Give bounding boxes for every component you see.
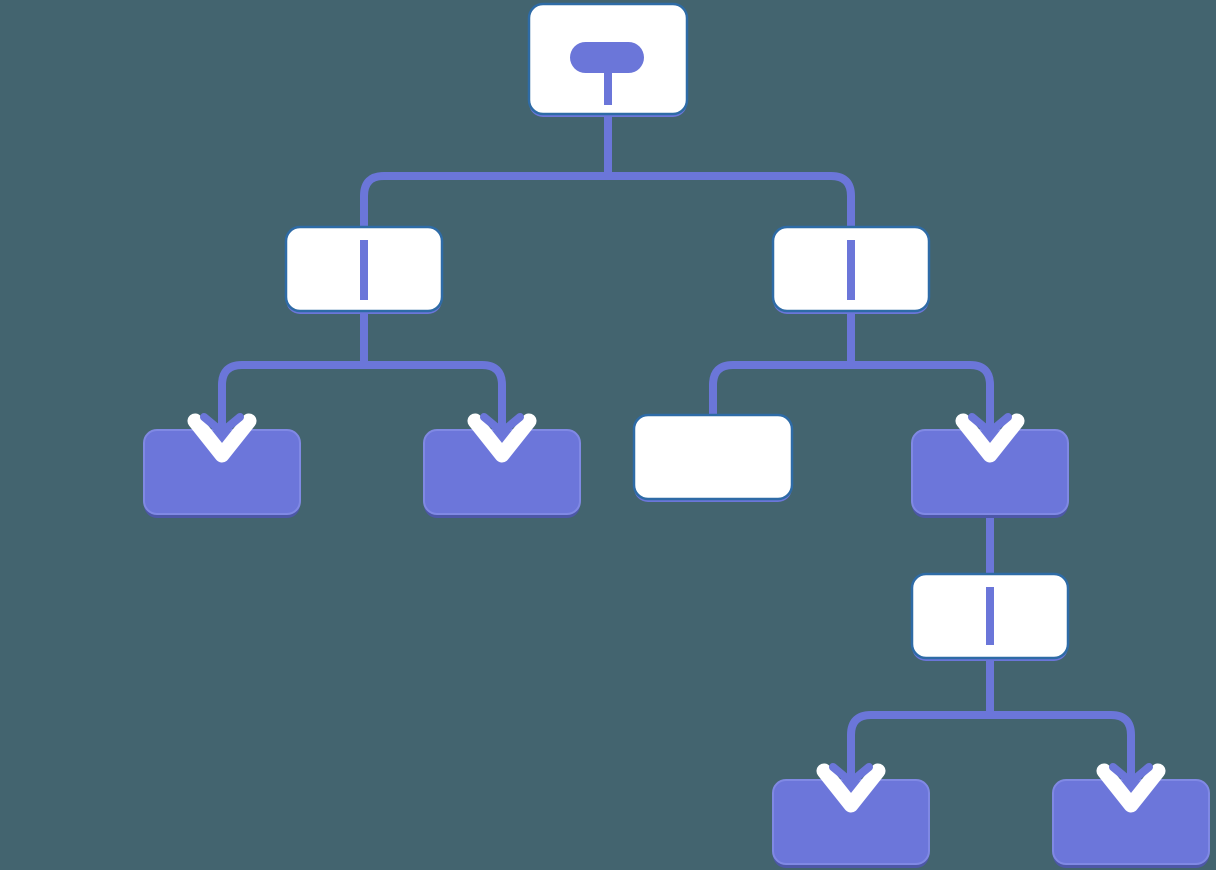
double-chevron-down-icon [187, 413, 257, 463]
node-branch-e[interactable] [910, 572, 1070, 661]
node-leaf-a[interactable] [143, 429, 301, 518]
node-leaf-f[interactable] [772, 779, 930, 868]
connectors [218, 112, 1135, 783]
node-leaf-d[interactable] [911, 429, 1069, 518]
double-chevron-down-icon [816, 763, 886, 813]
node-root[interactable] [527, 2, 689, 117]
node-branch-right[interactable] [771, 225, 931, 314]
node-leaf-g[interactable] [1052, 779, 1210, 868]
vertical-bar-icon [986, 587, 994, 645]
node-leaf-d-body [911, 429, 1069, 515]
node-leaf-f-body [772, 779, 930, 865]
node-branch-left[interactable] [284, 225, 444, 314]
connector-left-rail [218, 361, 506, 433]
node-leaf-a-body [143, 429, 301, 515]
connector-level1-rail [360, 172, 855, 229]
node-leaf-b-body [423, 429, 581, 515]
root-pill-icon [570, 42, 644, 105]
node-leaf-b[interactable] [423, 429, 581, 518]
vertical-bar-icon [847, 240, 855, 300]
node-c-body [632, 413, 794, 501]
double-chevron-down-icon [955, 413, 1025, 463]
connector-right-rail [709, 361, 994, 433]
double-chevron-down-icon [1096, 763, 1166, 813]
double-chevron-down-icon [467, 413, 537, 463]
connector-bottom-rail [847, 711, 1135, 783]
arrow-markers [187, 413, 1166, 813]
node-c[interactable] [632, 413, 794, 502]
node-leaf-g-body [1052, 779, 1210, 865]
vertical-bar-icon [360, 240, 368, 300]
